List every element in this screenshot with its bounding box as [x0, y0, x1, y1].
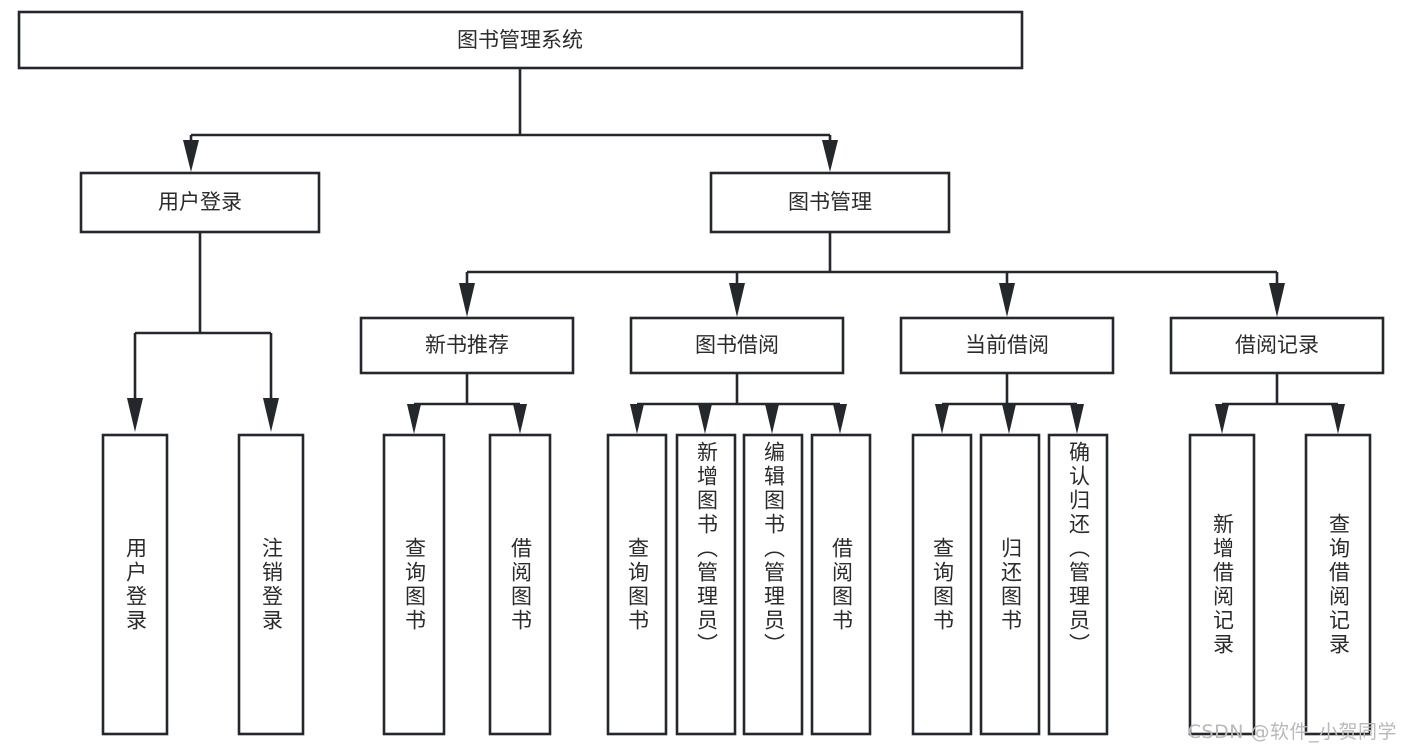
leaf-label-wrap-cb-query-book: 查询图书 [913, 435, 971, 734]
leaf-box-nbr-borrow-book[interactable] [488, 433, 552, 736]
arrow-to-leaf-cb-3 [1070, 404, 1084, 434]
arrow-to-leaf-nbr-1 [407, 404, 421, 434]
leaf-label-wrap-user-login: 用户登录 [103, 435, 167, 734]
arrow-to-leaf-bb-4 [833, 404, 847, 434]
arrow-to-leaf-cb-1 [935, 404, 949, 434]
user-login-label: 用户登录 [158, 190, 242, 214]
leaf-label-bb-add-book: 新增图书（管理员） [694, 441, 719, 657]
leaf-box-br-query-record[interactable] [1304, 433, 1372, 736]
leaf-box-bb-query-book[interactable] [606, 433, 668, 736]
current-borrow-box[interactable] [899, 316, 1115, 375]
arrow-to-leaf-br-1 [1215, 404, 1229, 434]
leaf-label-wrap-cb-confirm-return: 确认归还（管理员） [1049, 435, 1107, 734]
arrow-to-leaf-bb-3 [765, 404, 779, 434]
leaf-label-bb-edit-book: 编辑图书（管理员） [761, 441, 786, 657]
arrow-to-user-login [183, 140, 199, 172]
new-book-recommend-label: 新书推荐 [425, 333, 509, 357]
borrow-record-label: 借阅记录 [1235, 333, 1319, 357]
arrow-to-leaf-nbr-2 [513, 404, 527, 434]
leaf-label-logout: 注销登录 [259, 536, 284, 633]
leaf-box-bb-edit-book[interactable] [742, 433, 804, 736]
node-user-login[interactable]: 用户登录 [79, 171, 321, 234]
arrow-to-borrow-record [1269, 283, 1285, 317]
leaf-label-wrap-nbr-query-book: 查询图书 [384, 435, 444, 734]
leaf-box-cb-return-book[interactable] [979, 433, 1041, 736]
leaf-label-wrap-bb-edit-book: 编辑图书（管理员） [744, 435, 802, 734]
node-book-manage[interactable]: 图书管理 [709, 171, 951, 234]
new-book-recommend-box[interactable] [359, 316, 575, 375]
arrow-to-leaf-br-2 [1331, 404, 1345, 434]
leaf-label-cb-query-book: 查询图书 [930, 536, 955, 633]
node-root[interactable]: 图书管理系统 [17, 10, 1024, 70]
leaf-label-bb-borrow-book: 借阅图书 [829, 536, 854, 633]
leaf-label-wrap-br-query-record: 查询借阅记录 [1306, 435, 1370, 734]
leaf-label-cb-return-book: 归还图书 [998, 536, 1023, 633]
leaf-box-br-add-record[interactable] [1188, 433, 1256, 736]
node-book-borrow[interactable]: 图书借阅 [629, 316, 845, 375]
arrow-to-leaf-user-login [127, 398, 143, 432]
leaf-label-user-login: 用户登录 [123, 536, 148, 633]
leaf-label-wrap-bb-query-book: 查询图书 [608, 435, 666, 734]
arrow-to-book-manage [822, 140, 838, 172]
leaf-label-wrap-bb-add-book: 新增图书（管理员） [677, 435, 735, 734]
leaf-label-wrap-cb-return-book: 归还图书 [981, 435, 1039, 734]
leaf-label-br-query-record: 查询借阅记录 [1326, 512, 1351, 657]
arrow-to-leaf-logout [263, 398, 279, 432]
book-manage-label: 图书管理 [788, 190, 872, 214]
leaf-box-bb-add-book[interactable] [675, 433, 737, 736]
leaf-box-bb-borrow-book[interactable] [810, 433, 872, 736]
node-current-borrow[interactable]: 当前借阅 [899, 316, 1115, 375]
watermark-text: CSDN @软件_小贺同学 [1187, 721, 1397, 743]
arrow-to-current-borrow [999, 283, 1015, 317]
leaf-label-nbr-query-book: 查询图书 [402, 536, 427, 633]
arrow-to-book-borrow [729, 283, 745, 317]
leaf-box-nbr-query-book[interactable] [382, 433, 446, 736]
book-borrow-box[interactable] [629, 316, 845, 375]
leaf-label-br-add-record: 新增借阅记录 [1210, 512, 1235, 657]
leaf-label-wrap-br-add-record: 新增借阅记录 [1190, 435, 1254, 734]
leaf-box-cb-confirm-return[interactable] [1047, 433, 1109, 736]
current-borrow-label: 当前借阅 [965, 333, 1049, 357]
arrow-to-new-book-recommend [459, 283, 475, 317]
arrow-to-leaf-bb-2 [698, 404, 712, 434]
leaf-label-wrap-bb-borrow-book: 借阅图书 [812, 435, 870, 734]
leaf-label-bb-query-book: 查询图书 [625, 536, 650, 633]
leaf-box-user-login[interactable] [101, 433, 169, 736]
node-borrow-record[interactable]: 借阅记录 [1169, 316, 1385, 375]
node-new-book-recommend[interactable]: 新书推荐 [359, 316, 575, 375]
book-borrow-label: 图书借阅 [695, 333, 779, 357]
leaf-label-wrap-nbr-borrow-book: 借阅图书 [490, 435, 550, 734]
leaf-box-cb-query-book[interactable] [911, 433, 973, 736]
leaf-label-cb-confirm-return: 确认归还（管理员） [1066, 441, 1091, 657]
arrow-to-leaf-bb-1 [630, 404, 644, 434]
root-label: 图书管理系统 [457, 28, 583, 52]
root-box[interactable] [17, 10, 1024, 70]
leaf-box-logout[interactable] [237, 433, 305, 736]
leaf-label-wrap-logout: 注销登录 [239, 435, 303, 734]
arrow-to-leaf-cb-2 [1002, 404, 1016, 434]
leaf-label-nbr-borrow-book: 借阅图书 [508, 536, 533, 633]
